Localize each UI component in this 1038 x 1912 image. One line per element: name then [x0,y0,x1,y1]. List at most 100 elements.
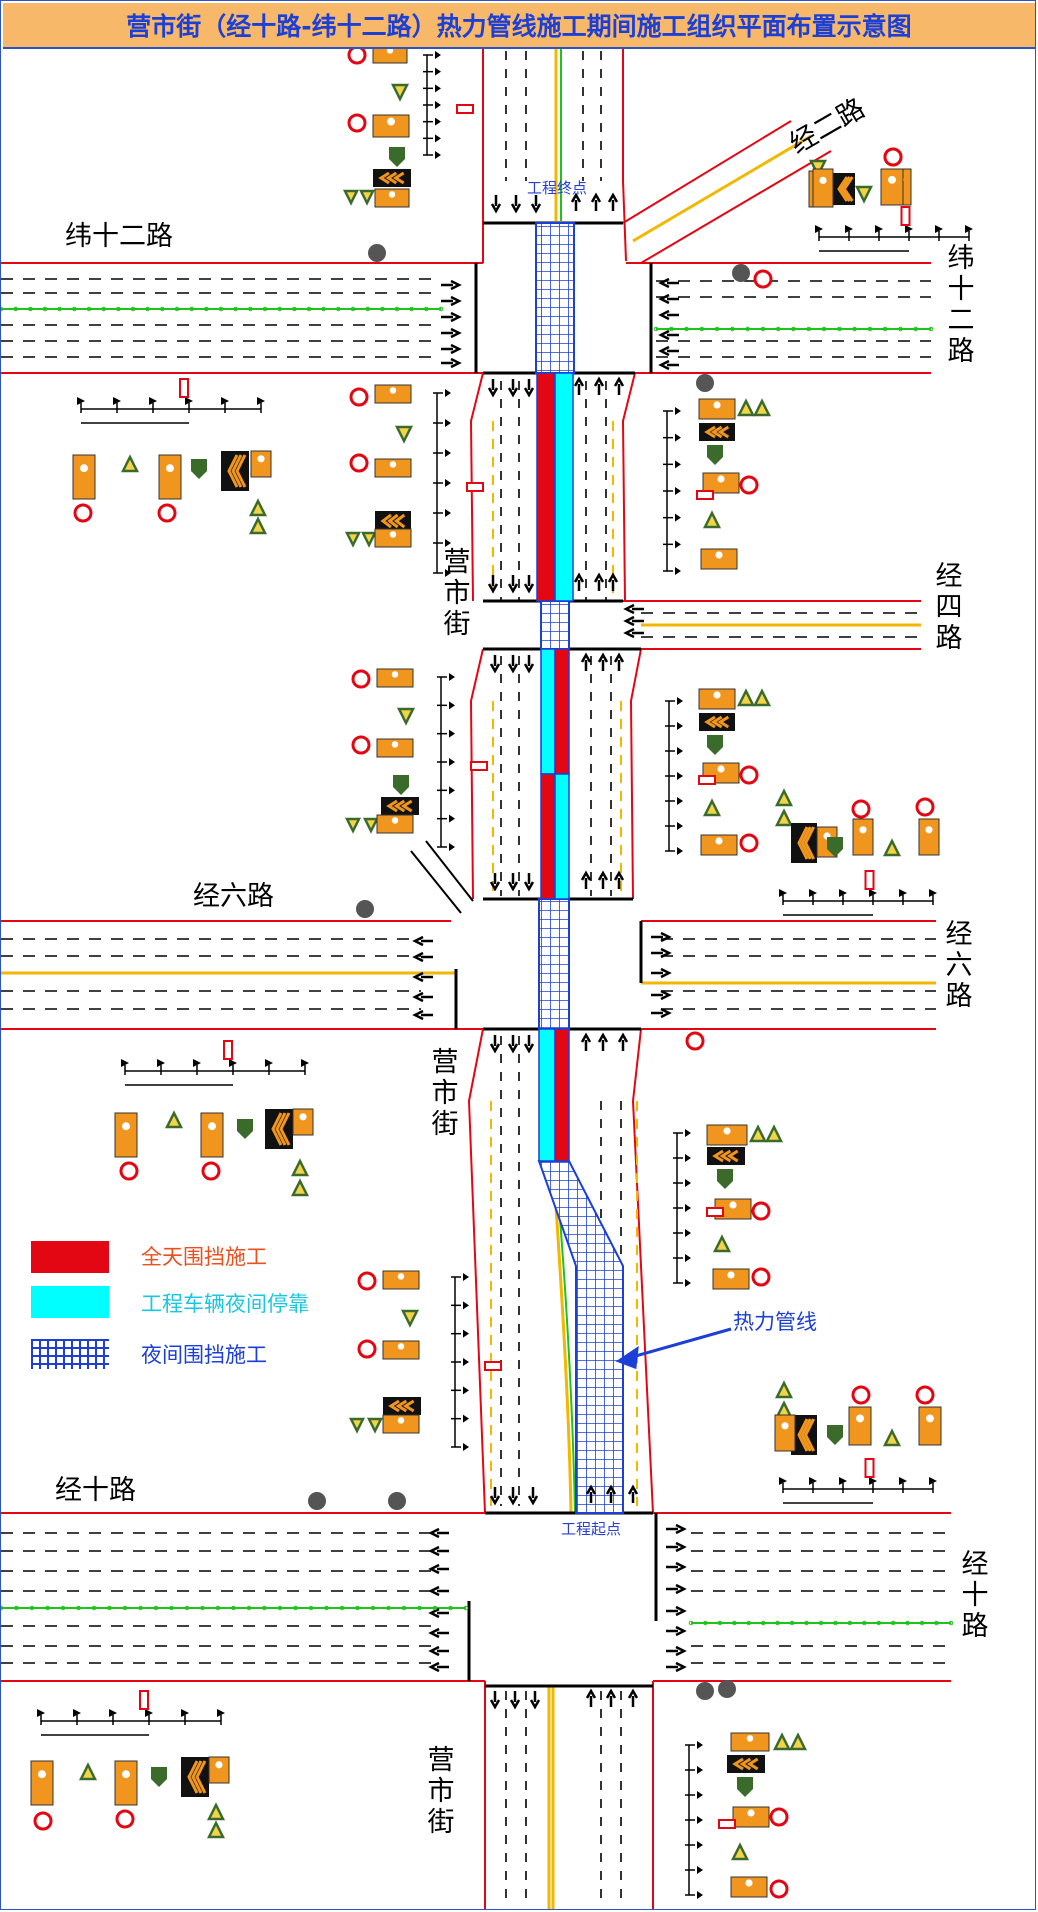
ruler-flag [121,1059,129,1067]
jingshi-road [1,1512,951,1682]
traffic-arrow [590,192,602,211]
traffic-arrow [523,655,535,674]
warning-triangle-icon [774,1380,794,1399]
warning-triangle-icon [764,1124,784,1143]
prohibition-sign-icon [751,1267,771,1287]
traffic-arrow [489,873,501,892]
ruler-flag [675,460,681,469]
marker-post [864,1458,875,1478]
traffic-cone [339,1605,345,1611]
warning-triangle-icon [394,425,414,444]
ruler-flag [217,1709,225,1717]
traffic-arrow [529,1691,541,1710]
warning-triangle-icon [736,398,756,417]
ruler-flag [697,1791,703,1799]
traffic-cone [14,1605,19,1611]
traffic-arrow [597,652,609,671]
ruler-flag [675,540,681,549]
traffic-cone [448,1605,453,1611]
orange-info-sign [918,818,940,856]
ruler-flag [809,1477,817,1485]
jinger-road [622,120,832,264]
warning-triangle-icon [362,817,380,834]
sign-symbol [80,464,88,473]
ruler-flag [677,797,683,805]
arrow-sign-icon [717,1169,733,1189]
sign-symbol [387,117,395,126]
warning-triangle-icon [854,185,874,204]
legend-swatch-night-fence [31,1339,109,1369]
traffic-arrow [523,379,535,398]
warning-triangle-icon [882,1428,902,1447]
ruler-flag [685,1129,691,1137]
chevron-mark [803,1418,816,1452]
arrow-sign-icon [237,1119,253,1139]
sign-symbol [122,1122,130,1131]
warning-triangle-icon [206,1802,226,1821]
orange-info-sign [848,1406,872,1446]
warning-triangle-icon [788,1732,808,1751]
traffic-cone [732,1620,737,1626]
ruler-flag [675,433,681,442]
traffic-cone [882,326,888,332]
traffic-cone [153,1605,159,1611]
prohibition-sign-icon [851,799,871,819]
detour-sign-icon [388,1492,406,1510]
road-label-weishier-left: 纬十二路 [65,221,173,252]
arrow-sign-icon [151,1767,167,1787]
traffic-arrow [607,572,619,591]
ruler-flag [677,747,683,755]
traffic-cone [380,306,385,312]
traffic-arrow [580,652,592,671]
chevron-mark [392,171,405,185]
chevron-mark [704,425,716,439]
traffic-arrow [412,951,433,963]
sign-symbol [122,1770,130,1779]
legend-swatch-night-parking [31,1286,109,1318]
traffic-arrow [428,1545,449,1557]
traffic-arrow [507,379,519,398]
traffic-cone [336,306,341,312]
prohibition-sign-icon [349,387,369,407]
traffic-cone [746,1620,752,1626]
marker-post [706,1207,724,1217]
sign-symbol [727,1271,735,1279]
arrow-sign-icon [737,1777,753,1797]
sign-symbol [926,1414,934,1423]
prohibition-sign-icon [769,1879,789,1899]
traffic-cone [745,326,750,332]
traffic-cone [76,1605,81,1611]
traffic-cone [277,306,282,312]
traffic-arrow [428,1607,449,1619]
traffic-arrow [428,1627,449,1639]
traffic-arrow [441,279,462,291]
prohibition-sign-icon [851,1385,871,1405]
chevron-mark [797,826,809,860]
traffic-arrow [666,1605,687,1617]
traffic-arrow [666,1661,687,1673]
ruler-flag [193,1059,201,1067]
main-street-green-line [556,49,576,1514]
marker-post [456,104,474,114]
sign-symbol [397,1273,405,1280]
chevron-mark [710,715,723,729]
orange-info-sign [72,454,96,500]
ruler-flag [435,51,441,59]
traffic-arrow [441,295,462,307]
traffic-arrow [658,309,679,321]
traffic-cone [806,326,812,332]
ruler-flag [685,1179,691,1187]
ruler-flag [463,1443,469,1451]
orange-info-sign [374,528,412,548]
sign-symbol [208,1122,216,1131]
chevron-mark [231,454,243,488]
warning-triangle-icon [748,1124,768,1143]
orange-info-sign [698,398,736,420]
traffic-arrow [441,327,462,339]
traffic-cone [218,306,224,312]
warning-triangle-icon [752,688,772,707]
ruler-flag [445,419,451,427]
chevron-mark [746,1757,759,1771]
chevron-mark [719,1149,732,1163]
